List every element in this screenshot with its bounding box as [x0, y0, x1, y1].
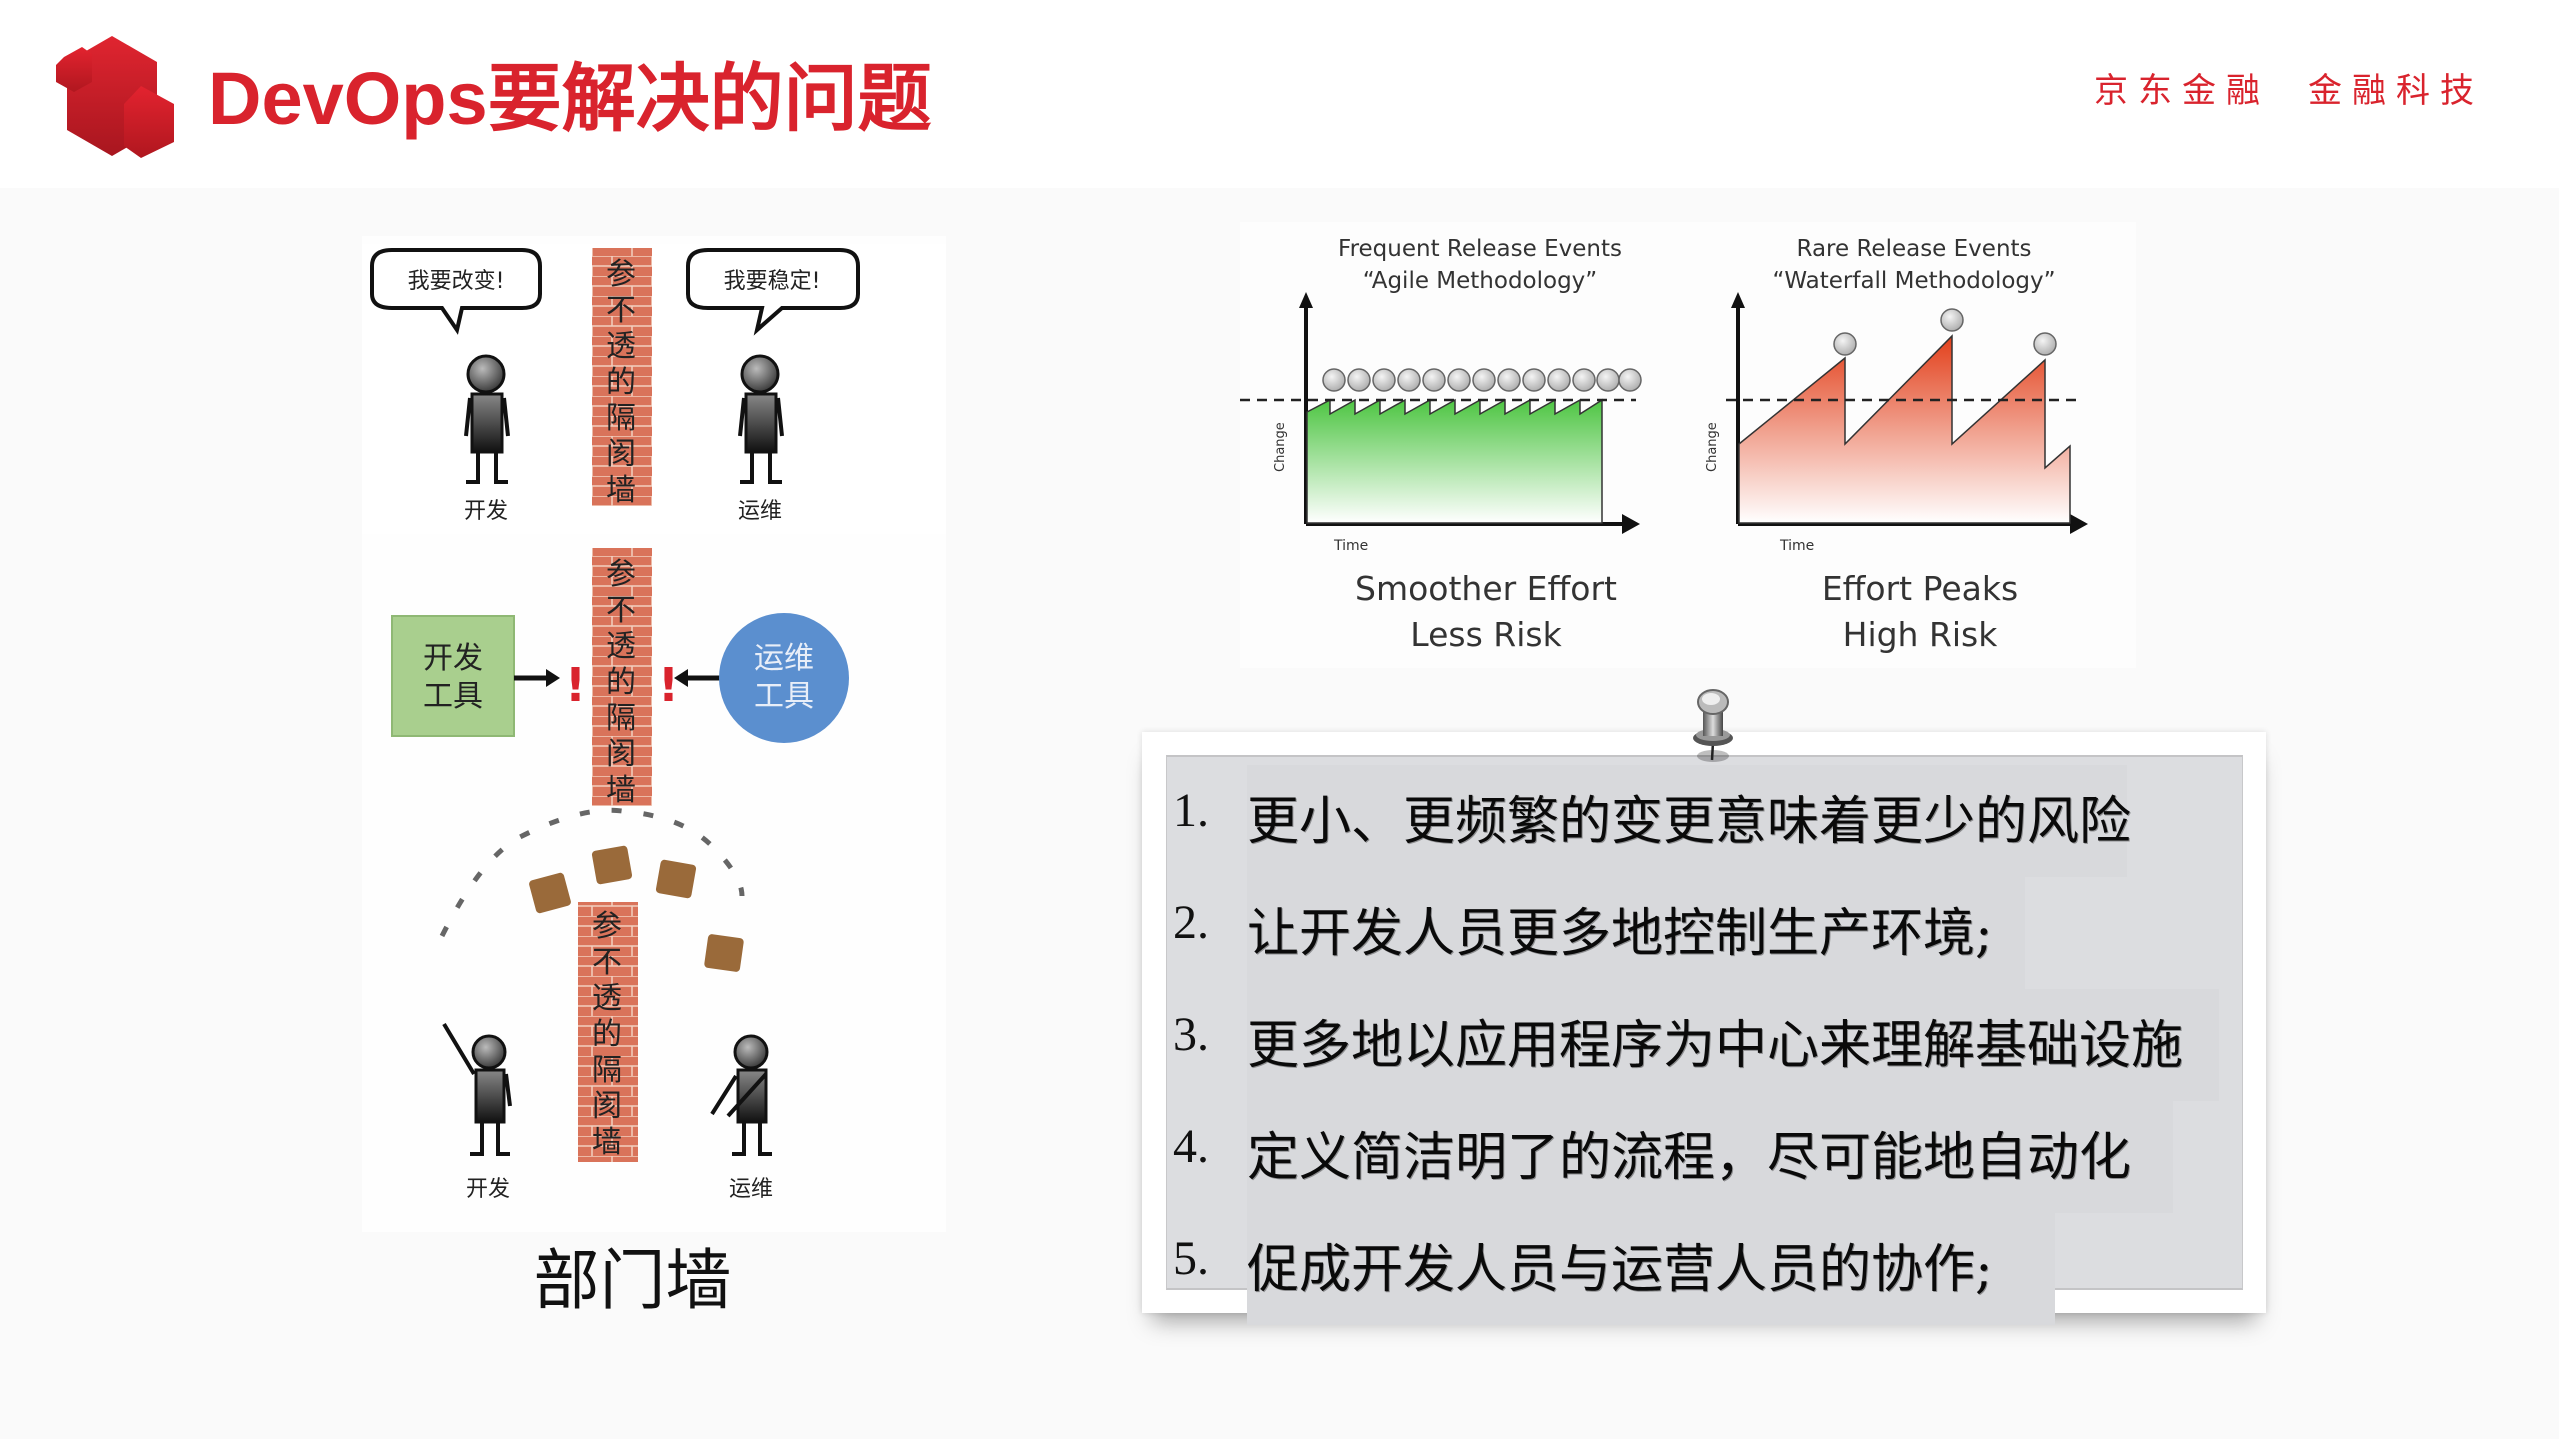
- developer-figure-icon: [464, 354, 510, 484]
- list-number: 5.: [1173, 1232, 1209, 1285]
- angry-developer-figure-icon: [442, 1022, 512, 1156]
- developer-label: 开发: [466, 1177, 510, 1202]
- list-text: 更小、更频繁的变更意味着更少的风险: [1247, 765, 2131, 877]
- agile-x-axis-label: Time: [1333, 538, 1368, 554]
- operations-label: 运维: [729, 1177, 773, 1202]
- list-number: 3.: [1173, 1008, 1209, 1061]
- waterfall-caption-2: High Risk: [1843, 615, 1999, 654]
- list-item: 2. 让开发人员更多地控制生产环境;: [1167, 877, 2242, 989]
- dev-tools-label-1: 开发: [423, 641, 483, 676]
- list-text: 定义简洁明了的流程，尽可能地自动化: [1247, 1101, 2173, 1213]
- agile-chart: Frequent Release Events “Agile Methodolo…: [1240, 236, 1642, 654]
- arrow-right-icon: [546, 669, 560, 687]
- pushpin-icon: [1693, 689, 1733, 762]
- department-wall-caption: 部门墙: [533, 1242, 732, 1319]
- alert-icon: !: [565, 658, 586, 712]
- panel-2: 参不透的隔阂墙 开发 工具 ! ! 运维 工具: [391, 548, 849, 808]
- goals-list: 1. 更小、更频繁的变更意味着更少的风险 2. 让开发人员更多地控制生产环境; …: [1166, 755, 2243, 1325]
- arrow-left-icon: [674, 669, 688, 687]
- brand-fintech: 金融科技: [2308, 71, 2484, 111]
- wall-diagram: 我要改变! 我要稳定! 参不透的隔阂墙 开发 运维: [362, 244, 946, 1202]
- waterfall-y-axis-label: Change: [1705, 422, 1720, 472]
- release-events-chart: Frequent Release Events “Agile Methodolo…: [1240, 222, 2136, 668]
- ops-tools-label-1: 运维: [754, 641, 814, 676]
- department-wall-illustration: 我要改变! 我要稳定! 参不透的隔阂墙 开发 运维: [362, 236, 946, 1232]
- wall-label: 参不透的隔阂墙: [592, 909, 622, 1160]
- alert-icon: !: [658, 658, 679, 712]
- release-event-marker-icon: [1833, 308, 2057, 356]
- list-number: 1.: [1173, 784, 1209, 837]
- dev-tools-box: [391, 615, 515, 737]
- ops-tools-circle: [719, 613, 849, 743]
- list-item: 5. 促成开发人员与运营人员的协作;: [1167, 1213, 2242, 1325]
- ops-tools-label-2: 工具: [754, 679, 814, 714]
- brand-jd-finance: 京东金融: [2094, 71, 2270, 111]
- list-number: 2.: [1173, 896, 1209, 949]
- panel-1: 我要改变! 我要稳定! 参不透的隔阂墙 开发 运维: [362, 244, 946, 534]
- list-item: 1. 更小、更频繁的变更意味着更少的风险: [1167, 765, 2242, 877]
- developer-label: 开发: [464, 499, 508, 524]
- agile-chart-title: Frequent Release Events: [1338, 236, 1622, 262]
- hexagon-logo-icon: [56, 36, 174, 158]
- release-event-marker-icon: [1322, 368, 1642, 392]
- angry-operations-figure-icon: [710, 1034, 772, 1156]
- operations-label: 运维: [738, 499, 782, 524]
- waterfall-chart-title: Rare Release Events: [1796, 236, 2031, 262]
- agile-caption-2: Less Risk: [1410, 615, 1562, 654]
- agile-chart-subtitle: “Agile Methodology”: [1363, 268, 1597, 294]
- waterfall-x-axis-label: Time: [1779, 538, 1814, 554]
- list-item: 3. 更多地以应用程序为中心来理解基础设施: [1167, 989, 2242, 1101]
- chart-svg: Frequent Release Events “Agile Methodolo…: [1240, 236, 2088, 654]
- list-item: 4. 定义简洁明了的流程，尽可能地自动化: [1167, 1101, 2242, 1213]
- wall-label: 参不透的隔阂墙: [606, 257, 636, 508]
- slide-header: DevOps要解决的问题 京东金融金融科技: [0, 0, 2559, 188]
- list-text: 更多地以应用程序为中心来理解基础设施: [1247, 989, 2219, 1101]
- operations-figure-icon: [738, 354, 784, 484]
- brand-text: 京东金融金融科技: [2094, 74, 2484, 108]
- agile-caption-1: Smoother Effort: [1355, 569, 1617, 608]
- page-title: DevOps要解决的问题: [208, 57, 932, 140]
- dev-tools-label-2: 工具: [423, 679, 483, 714]
- devops-goals-card: 1. 更小、更频繁的变更意味着更少的风险 2. 让开发人员更多地控制生产环境; …: [1142, 732, 2266, 1325]
- waterfall-caption-1: Effort Peaks: [1822, 569, 2018, 608]
- panel-3: 参不透的隔阂墙 开发 运维: [439, 807, 773, 1202]
- waterfall-chart-subtitle: “Waterfall Methodology”: [1772, 268, 2055, 294]
- list-number: 4.: [1173, 1120, 1209, 1173]
- agile-y-axis-label: Change: [1273, 422, 1288, 472]
- wall-label: 参不透的隔阂墙: [606, 557, 636, 808]
- package-icon: [529, 845, 744, 972]
- left-speech-bubble: 我要改变!: [408, 269, 505, 294]
- list-text: 让开发人员更多地控制生产环境;: [1247, 877, 2025, 989]
- right-speech-bubble: 我要稳定!: [724, 269, 821, 294]
- list-text: 促成开发人员与运营人员的协作;: [1247, 1213, 2055, 1325]
- waterfall-chart: Rare Release Events “Waterfall Methodolo…: [1705, 236, 2088, 654]
